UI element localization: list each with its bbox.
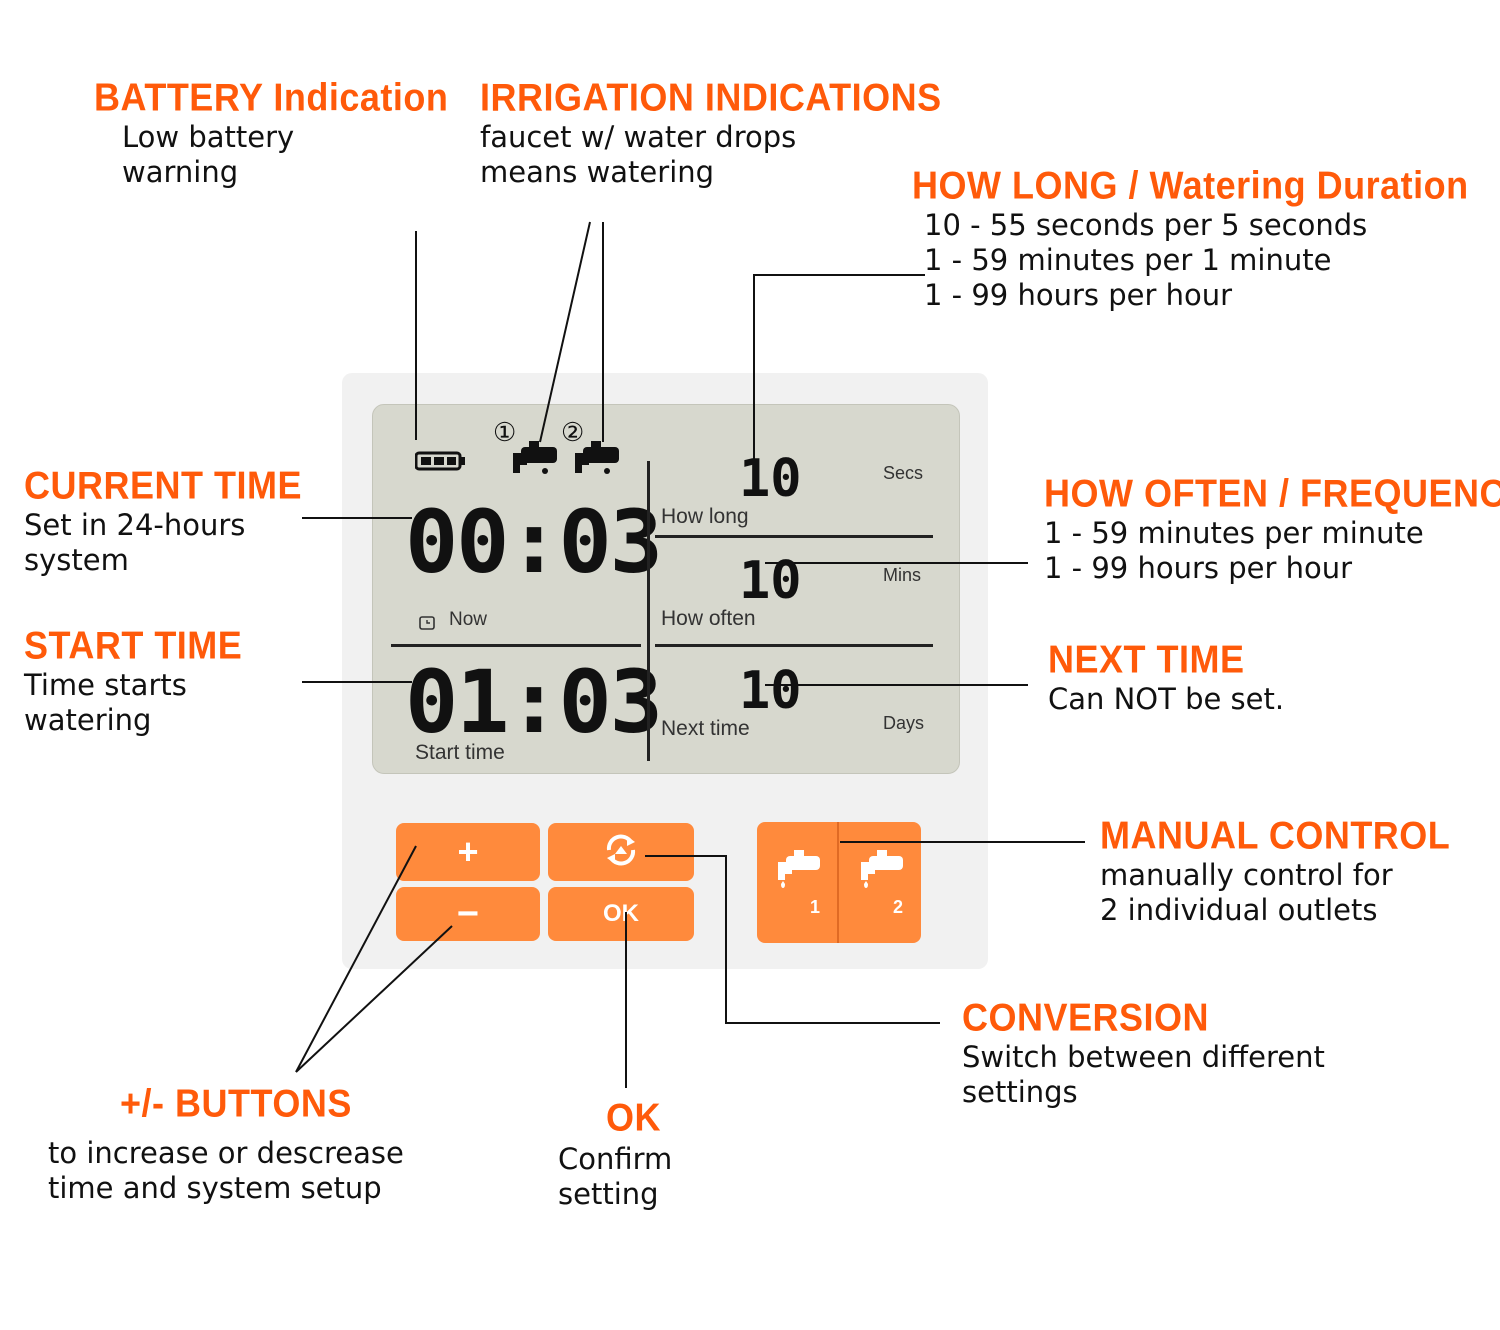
faucet-icon bbox=[569, 441, 623, 481]
callout-desc-line: 1 - 99 hours per hour bbox=[1044, 551, 1353, 585]
faucet-icon bbox=[507, 441, 561, 481]
how-often-label: How often bbox=[661, 607, 756, 630]
minus-leader bbox=[295, 925, 453, 1073]
callout-plus-minus: +/- BUTTONS to increase or descrease tim… bbox=[48, 1080, 404, 1206]
manual-outlet-1-number: 1 bbox=[809, 896, 820, 917]
ok-button[interactable]: OK bbox=[548, 887, 694, 941]
callout-desc-line: means watering bbox=[480, 155, 715, 189]
callout-title: HOW LONG / Watering Duration bbox=[912, 162, 1469, 208]
faucet-icon bbox=[772, 848, 822, 897]
ok-label: OK bbox=[603, 900, 639, 927]
plus-leader bbox=[295, 845, 417, 1073]
how-often-unit: Mins bbox=[883, 565, 922, 585]
how-long-value: 10 bbox=[739, 449, 802, 509]
callout-next-time: NEXT TIME Can NOT be set. bbox=[1048, 636, 1285, 717]
callout-desc-line: Time starts bbox=[24, 668, 187, 702]
callout-desc-line: manually control for bbox=[1100, 858, 1393, 892]
callout-manual-control: MANUAL CONTROL manually control for 2 in… bbox=[1100, 812, 1451, 928]
next-time-value: 10 bbox=[739, 661, 802, 721]
clock-icon bbox=[419, 615, 435, 634]
callout-start-time: START TIME Time starts watering bbox=[24, 622, 243, 738]
callout-how-often: HOW OFTEN / FREQUENCY 1 - 59 minutes per… bbox=[1044, 470, 1500, 586]
callout-desc-line: watering bbox=[24, 703, 152, 737]
callout-how-long: HOW LONG / Watering Duration 10 - 55 sec… bbox=[912, 162, 1469, 313]
callout-title: CONVERSION bbox=[962, 994, 1210, 1040]
lcd-divider bbox=[647, 461, 650, 761]
manual-outlet-2-number: 2 bbox=[892, 896, 903, 917]
start-time-label: Start time bbox=[415, 741, 505, 764]
callout-desc-line: time and system setup bbox=[48, 1171, 382, 1205]
now-label: Now bbox=[449, 609, 488, 630]
lcd-screen: ① ② 00:03 Now 01:03 Start time 10 Secs H… bbox=[372, 404, 960, 774]
callout-irrigation: IRRIGATION INDICATIONS faucet w/ water d… bbox=[480, 74, 942, 190]
callout-desc-line: to increase or descrease bbox=[48, 1136, 404, 1170]
conversion-button[interactable] bbox=[548, 823, 694, 881]
callout-title: NEXT TIME bbox=[1048, 636, 1245, 682]
current-time-display: 00:03 bbox=[405, 493, 663, 593]
callout-desc-line: 1 - 59 minutes per minute bbox=[1044, 516, 1424, 550]
plus-label: + bbox=[457, 831, 479, 872]
outlet-1-number: ① bbox=[493, 417, 517, 447]
manual-button-divider bbox=[837, 822, 839, 943]
callout-battery: BATTERY Indication Low battery warning bbox=[94, 74, 449, 190]
callout-desc-line: Low battery bbox=[122, 120, 295, 154]
callout-desc-line: Confirm bbox=[558, 1142, 673, 1176]
callout-title: BATTERY Indication bbox=[94, 74, 449, 120]
callout-conversion: CONVERSION Switch between different sett… bbox=[962, 994, 1325, 1110]
callout-desc-line: 2 individual outlets bbox=[1100, 893, 1378, 927]
callout-current-time: CURRENT TIME Set in 24-hours system bbox=[24, 462, 302, 578]
manual-outlet-1-button[interactable]: 1 bbox=[757, 822, 837, 943]
callout-desc-line: Can NOT be set. bbox=[1048, 682, 1285, 716]
callout-desc-line: 1 - 59 minutes per 1 minute bbox=[924, 243, 1332, 277]
minus-label: − bbox=[456, 892, 480, 935]
callout-title: HOW OFTEN / FREQUENCY bbox=[1044, 470, 1500, 516]
callout-desc-line: system bbox=[24, 543, 129, 577]
callout-desc-line: 1 - 99 hours per hour bbox=[924, 278, 1233, 312]
callout-ok: OK Confirm setting bbox=[558, 1094, 673, 1212]
faucet-icon bbox=[855, 848, 905, 897]
outlet-2-number: ② bbox=[561, 417, 585, 447]
callout-title: MANUAL CONTROL bbox=[1100, 812, 1451, 858]
minus-button[interactable]: − bbox=[396, 887, 540, 941]
how-long-unit: Secs bbox=[883, 463, 924, 483]
callout-title: +/- BUTTONS bbox=[120, 1080, 352, 1126]
how-long-leader bbox=[753, 274, 925, 488]
conversion-leader bbox=[645, 855, 940, 1024]
lcd-divider bbox=[391, 644, 641, 647]
callout-desc-line: settings bbox=[962, 1075, 1078, 1109]
start-time-display: 01:03 bbox=[405, 653, 663, 753]
callout-title: IRRIGATION INDICATIONS bbox=[480, 74, 942, 120]
next-time-unit: Days bbox=[883, 713, 925, 733]
lcd-divider bbox=[655, 535, 933, 538]
cycle-arrows-icon bbox=[601, 830, 641, 875]
lcd-divider bbox=[655, 644, 933, 647]
callout-title: CURRENT TIME bbox=[24, 462, 302, 508]
callout-title: OK bbox=[606, 1094, 661, 1140]
battery-icon bbox=[414, 451, 467, 475]
irrigation-leader-1 bbox=[539, 221, 591, 443]
how-often-value: 10 bbox=[739, 551, 802, 611]
callout-desc-line: 10 - 55 seconds per 5 seconds bbox=[924, 208, 1368, 242]
callout-desc-line: warning bbox=[122, 155, 239, 189]
next-time-label: Next time bbox=[661, 717, 750, 740]
plus-button[interactable]: + bbox=[396, 823, 540, 881]
callout-title: START TIME bbox=[24, 622, 243, 668]
callout-desc-line: setting bbox=[558, 1177, 659, 1211]
callout-desc-line: Switch between different bbox=[962, 1040, 1325, 1074]
callout-desc-line: faucet w/ water drops bbox=[480, 120, 797, 154]
callout-desc-line: Set in 24-hours bbox=[24, 508, 246, 542]
how-long-label: How long bbox=[661, 505, 749, 528]
